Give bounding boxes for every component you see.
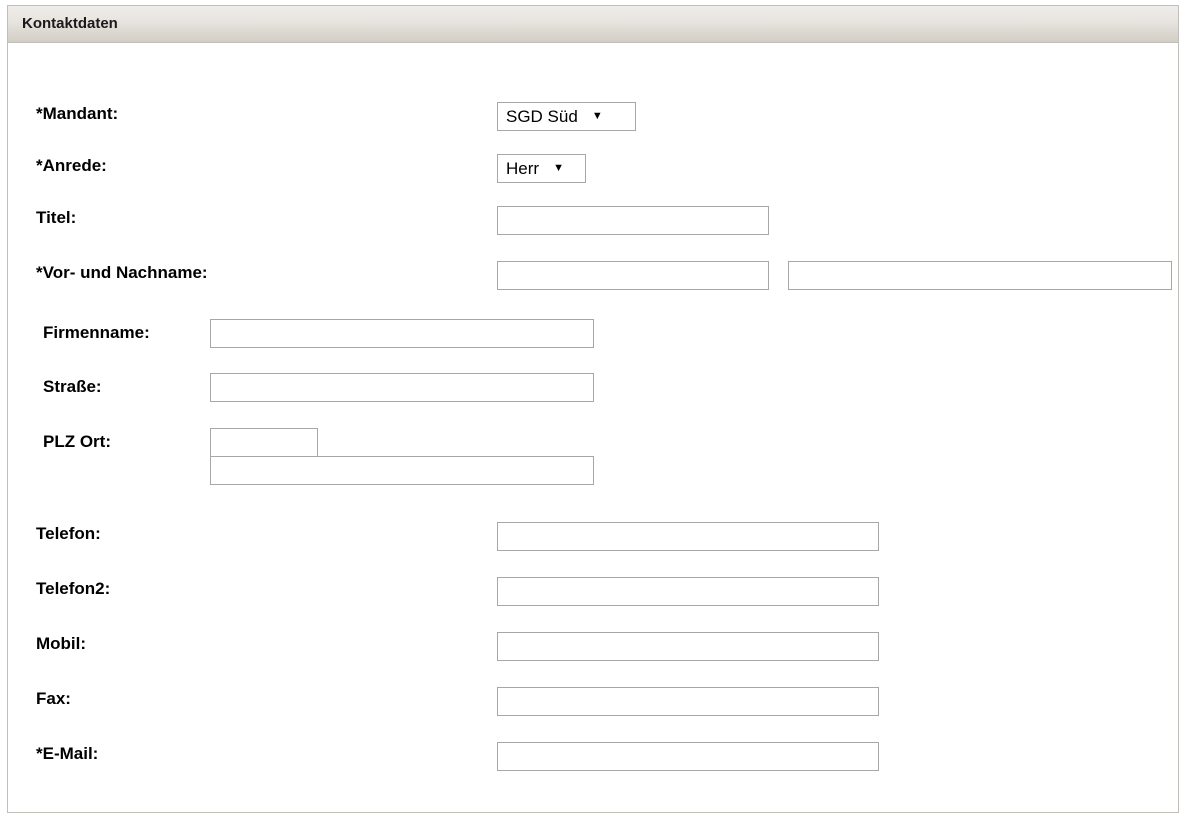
titel-input[interactable] — [497, 206, 769, 235]
label-anrede: *Anrede: — [36, 156, 107, 175]
fax-input[interactable] — [497, 687, 879, 716]
mobil-input[interactable] — [497, 632, 879, 661]
label-telefon: Telefon: — [36, 524, 101, 543]
label-firmenname: Firmenname: — [43, 323, 150, 342]
nachname-input[interactable] — [788, 261, 1172, 290]
label-fax: Fax: — [36, 689, 71, 708]
panel-header: Kontaktdaten — [8, 6, 1178, 43]
vorname-input[interactable] — [497, 261, 769, 290]
kontaktdaten-panel: Kontaktdaten *Mandant: SGD Süd ▼ *Anrede… — [7, 5, 1179, 813]
email-input[interactable] — [497, 742, 879, 771]
anrede-select[interactable]: Herr ▼ — [497, 154, 586, 183]
strasse-input[interactable] — [210, 373, 594, 402]
label-mandant: *Mandant: — [36, 104, 119, 123]
label-titel: Titel: — [36, 208, 77, 227]
label-email: *E-Mail: — [36, 744, 99, 763]
label-strasse: Straße: — [43, 377, 102, 396]
label-plz-ort: PLZ Ort: — [43, 432, 111, 451]
telefon2-input[interactable] — [497, 577, 879, 606]
label-mobil: Mobil: — [36, 634, 87, 653]
anrede-select-value: Herr — [506, 158, 540, 178]
contact-form: *Mandant: SGD Süd ▼ *Anrede: Herr ▼ Tite… — [8, 43, 1178, 813]
chevron-down-icon: ▼ — [591, 110, 603, 122]
ort-input[interactable] — [210, 456, 594, 485]
chevron-down-icon: ▼ — [553, 162, 564, 174]
mandant-select[interactable]: SGD Süd ▼ — [497, 102, 636, 131]
plz-input[interactable] — [210, 428, 318, 457]
telefon-input[interactable] — [497, 522, 879, 551]
mandant-select-value: SGD Süd — [506, 106, 578, 126]
label-telefon2: Telefon2: — [36, 579, 111, 598]
firmenname-input[interactable] — [210, 319, 594, 348]
label-vor-und-nachname: *Vor- und Nachname: — [36, 263, 208, 282]
page-title: Kontaktdaten — [22, 15, 118, 32]
